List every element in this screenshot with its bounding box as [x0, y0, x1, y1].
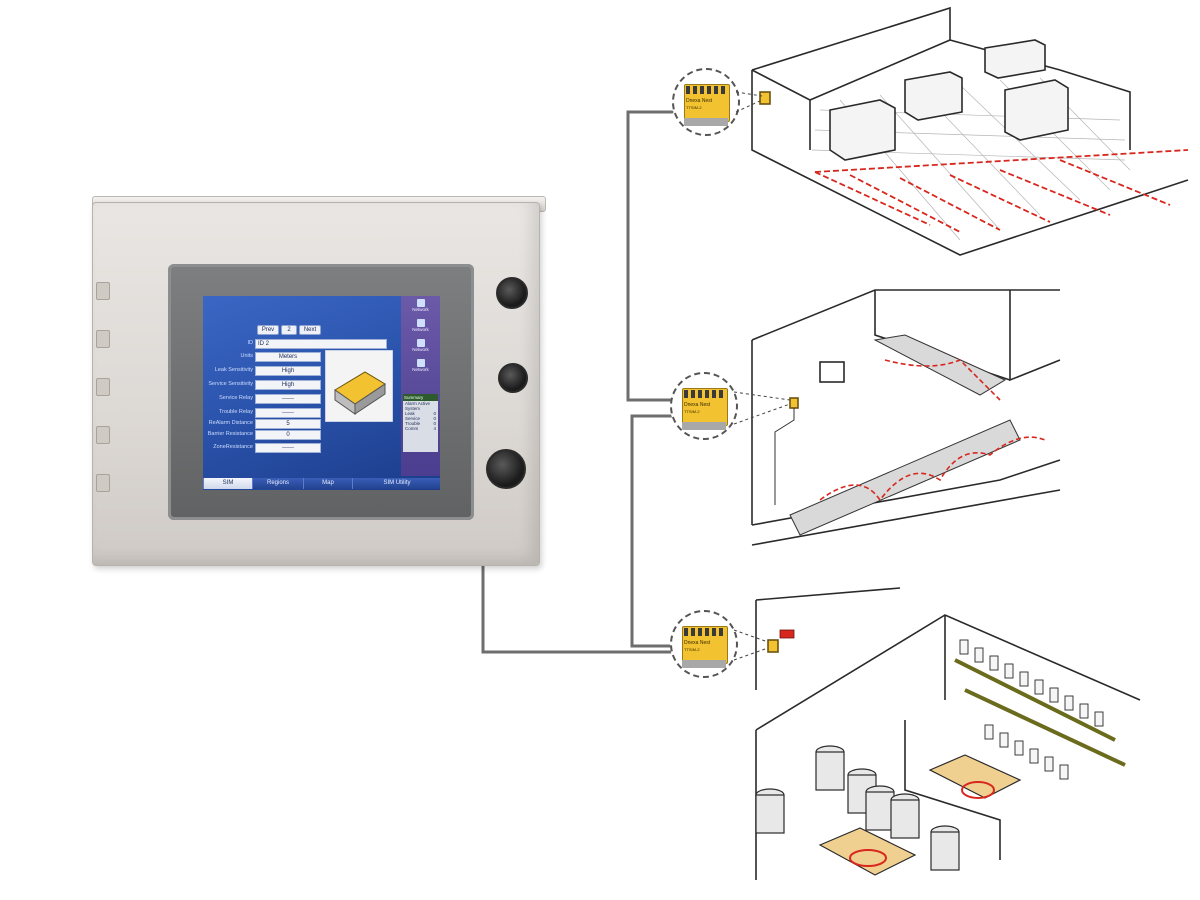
status-title: Alarm Active	[405, 401, 431, 406]
realarm-distance-label: ReAlarm Distance	[208, 420, 253, 426]
module-label: Dnexa Nest	[684, 402, 711, 408]
module-base	[684, 118, 728, 126]
sidebar-item-network-1[interactable]: Network	[404, 298, 437, 316]
system-label: System	[405, 406, 421, 411]
hmi-screen: Prev 2 Next ID ID 2 Units Meters Leak Se…	[203, 296, 440, 490]
hinge	[96, 426, 110, 444]
wiring	[481, 110, 674, 654]
module-sublabel: TTSIM-2	[686, 105, 702, 110]
cable-gland-icon	[498, 363, 528, 393]
zone-resistance-field[interactable]: ------	[255, 443, 321, 453]
network-icon	[416, 339, 425, 347]
units-label: Units	[240, 353, 253, 359]
id-field[interactable]: ID 2	[255, 339, 387, 349]
sidebar-item-network-3[interactable]: Network	[404, 338, 437, 356]
next-button[interactable]: Next	[299, 325, 321, 335]
service-sensitivity-field[interactable]: High	[255, 380, 321, 390]
id-label: ID	[247, 340, 254, 346]
trouble-relay-field[interactable]: ------	[255, 408, 321, 418]
sensor-module-icon: Dnexa Nest TTSIM-2	[670, 372, 738, 440]
wire-trunk-bottom	[630, 414, 674, 648]
cable-gland-icon	[486, 449, 526, 489]
hinge	[96, 474, 110, 492]
tab-sim[interactable]: SIM	[203, 478, 252, 489]
leak-sensitivity-field[interactable]: High	[255, 366, 321, 376]
module-sublabel: TTSIM-2	[684, 409, 700, 414]
zone-resistance-label: ZoneResistance	[213, 444, 253, 450]
module-terminals	[686, 86, 726, 94]
wire-panel-to-bottom-module	[481, 536, 674, 654]
barrier-resistance-field[interactable]: 0	[255, 430, 321, 440]
leak-sensitivity-label: Leak Sensitivity	[214, 367, 253, 373]
service-relay-field[interactable]: ------	[255, 394, 321, 404]
module-base	[682, 660, 726, 668]
module-label: Dnexa Nest	[684, 640, 711, 646]
network-icon	[416, 299, 425, 307]
hinge	[96, 330, 110, 348]
hinge	[96, 282, 110, 300]
service-relay-label: Service Relay	[219, 395, 253, 401]
hinge	[96, 378, 110, 396]
status-header: Summary	[403, 394, 438, 401]
room-chemical-storage	[755, 587, 1141, 880]
room-utility-trench	[751, 289, 1061, 546]
sensor-module-icon: Dnexa Nest TTSIM-2	[672, 68, 740, 136]
units-field[interactable]: Meters	[255, 352, 321, 362]
network-icon	[416, 319, 425, 327]
barrier-resistance-label: Barrier Resistance	[207, 431, 253, 437]
module-base	[682, 422, 726, 430]
module-label: Dnexa Nest	[686, 98, 713, 104]
network-icon	[416, 359, 425, 367]
module-terminals	[684, 390, 724, 398]
prev-button[interactable]: Prev	[257, 325, 279, 335]
product-image	[325, 350, 393, 422]
page-number: 2	[281, 325, 297, 335]
room-data-center	[751, 6, 1189, 256]
wire-trunk-top	[626, 110, 674, 402]
tab-map[interactable]: Map	[303, 478, 352, 489]
tab-sim-utility[interactable]: SIM Utility	[352, 478, 440, 489]
tab-regions[interactable]: Regions	[252, 478, 303, 489]
sidebar-item-network-4[interactable]: Network	[404, 358, 437, 376]
service-sensitivity-label: Service Sensitivity	[208, 381, 253, 387]
module-terminals	[684, 628, 724, 636]
module-sublabel: TTSIM-2	[684, 647, 700, 652]
trouble-relay-label: Trouble Relay	[218, 409, 253, 415]
sensor-module-icon: Dnexa Nest TTSIM-2	[670, 610, 738, 678]
realarm-distance-field[interactable]: 5	[255, 419, 321, 429]
cable-gland-icon	[496, 277, 528, 309]
sidebar-item-network-2[interactable]: Network	[404, 318, 437, 336]
